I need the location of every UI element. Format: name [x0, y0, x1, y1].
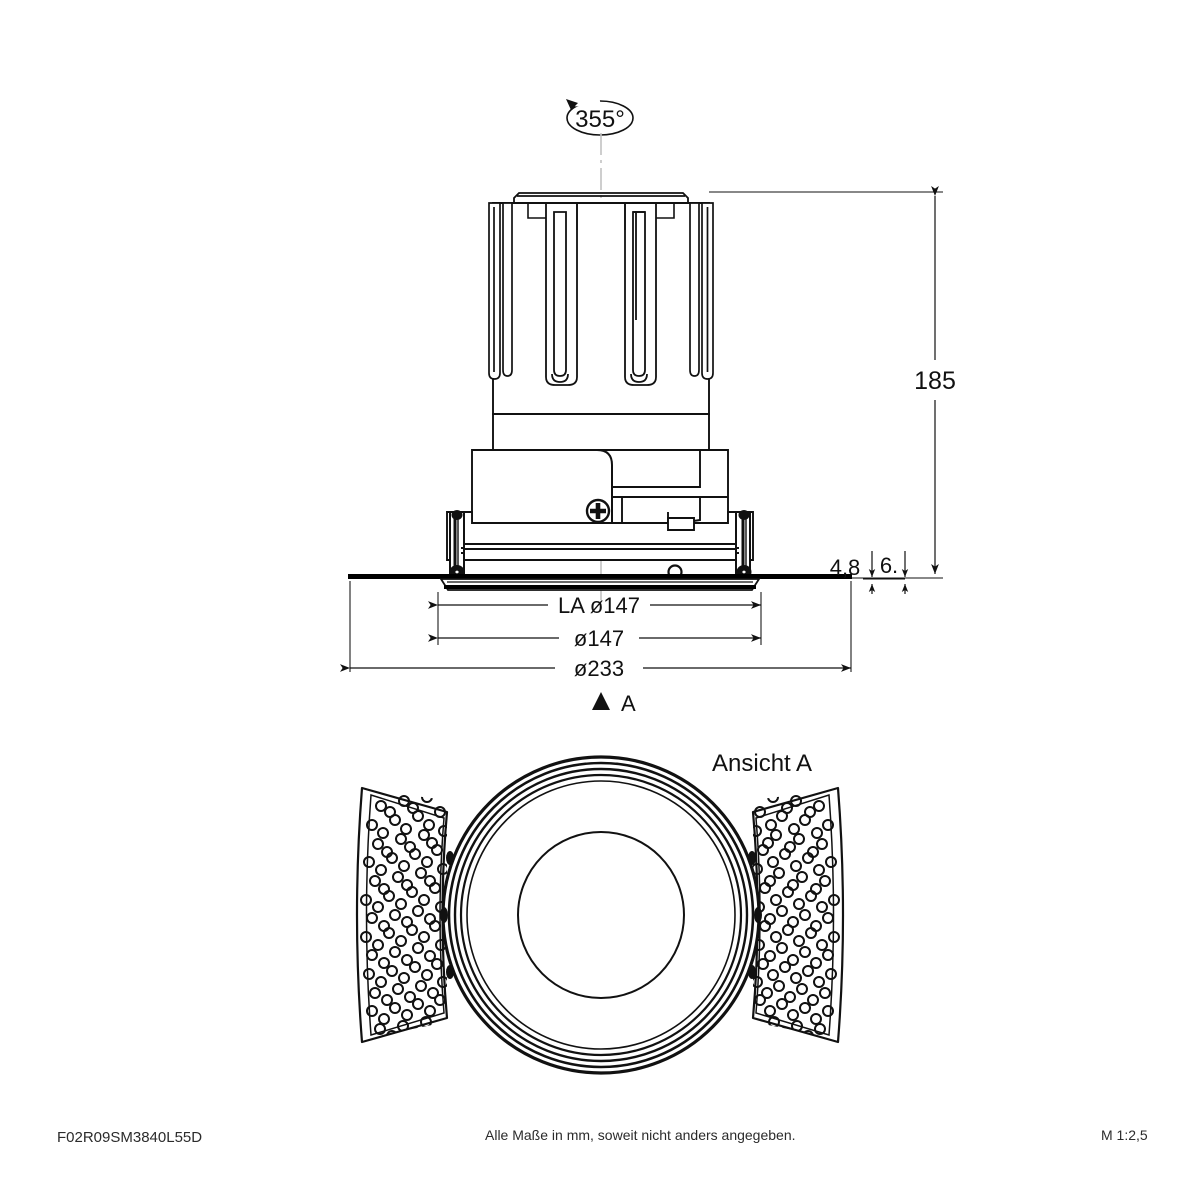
- dimension-flange-thickness: 4,8: [830, 551, 905, 594]
- heatsink-rib-detail: [527, 203, 675, 230]
- heatsink-slot-left: [545, 203, 578, 386]
- dimension-height-185: 185: [709, 186, 956, 579]
- heatsink-body: [492, 202, 710, 415]
- light-aperture-plan: [517, 831, 685, 999]
- section-marker-label: A: [621, 691, 636, 716]
- phillips-screw: [585, 498, 611, 524]
- spring-clip-right-plan: [751, 786, 845, 1044]
- spring-clip-right: [735, 510, 752, 579]
- dimension-witness-lines: [349, 581, 852, 672]
- measurement-note: Alle Maße in mm, soweit nicht anders ang…: [485, 1127, 796, 1143]
- dimension-outer-233: ø233: [340, 656, 851, 681]
- spring-clip-left-plan: [355, 786, 449, 1044]
- heatsink-slot-right: [624, 203, 657, 386]
- heatsink-fin-right-inner: [689, 202, 700, 377]
- clip-anchor-marks: [440, 851, 762, 979]
- footer-bar: F02R09SM3840L55D Alle Maße in mm, soweit…: [55, 1113, 1148, 1146]
- trim-rings-plan: [441, 755, 761, 1075]
- recess-gap-label: 6.: [880, 553, 898, 578]
- article-code: F02R09SM3840L55D: [57, 1129, 202, 1146]
- heatsink-base-shoulder: [492, 413, 710, 451]
- bottom-view: [355, 755, 845, 1075]
- heatsink-fin-left-outer: [488, 202, 501, 380]
- view-a-label: Ansicht A: [712, 750, 812, 777]
- gear-housing: [471, 449, 729, 524]
- trim-ring-elevation: [439, 578, 761, 591]
- scale-label: M 1:2,5: [1101, 1127, 1148, 1143]
- ceiling-line: [348, 574, 852, 579]
- spring-clip-left: [449, 510, 465, 579]
- flange-thickness-label: 4,8: [830, 555, 861, 580]
- dimension-outer-label: ø233: [574, 656, 624, 681]
- recess-collar: [446, 511, 754, 561]
- dimension-la-label: LA ø147: [558, 593, 640, 618]
- rotation-label: 355°: [575, 106, 625, 133]
- dimension-bore-147: ø147: [428, 626, 761, 651]
- heatsink-fin-left-inner: [502, 202, 513, 377]
- dimension-recess-gap: 6.: [880, 551, 909, 594]
- perforation-grid-right: [753, 791, 840, 1040]
- luminaire-elevation: [446, 192, 754, 580]
- section-marker-a: A: [592, 691, 636, 716]
- dimension-height-label: 185: [914, 367, 956, 395]
- heatsink-fin-right-outer: [701, 202, 714, 380]
- dimension-la-147: LA ø147: [428, 593, 761, 618]
- rotation-indicator: 355°: [566, 98, 634, 136]
- dimension-bore-label: ø147: [574, 626, 624, 651]
